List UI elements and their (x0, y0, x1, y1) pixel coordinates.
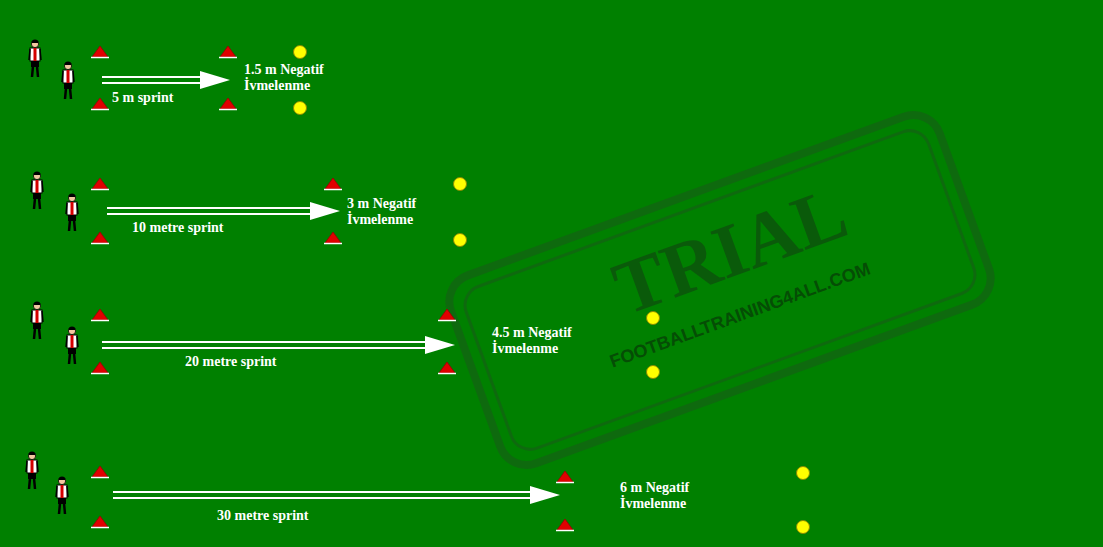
deceleration-label: 3 m Negatif İvmelenme (345, 196, 467, 228)
distance-label: 20 metre sprint (183, 354, 279, 370)
drill-row (31, 301, 660, 378)
drill-row (31, 171, 467, 246)
distance-label: 30 metre sprint (215, 508, 311, 524)
deceleration-label: 4.5 m Negatif İvmelenme (490, 325, 612, 357)
watermark-frame (441, 107, 998, 473)
distance-label: 5 m sprint (110, 90, 175, 106)
deceleration-label: 1.5 m Negatif İvmelenme (242, 62, 364, 94)
deceleration-label: 6 m Negatif İvmelenme (618, 480, 740, 512)
drill-row (26, 451, 810, 533)
distance-label: 10 metre sprint (130, 220, 226, 236)
